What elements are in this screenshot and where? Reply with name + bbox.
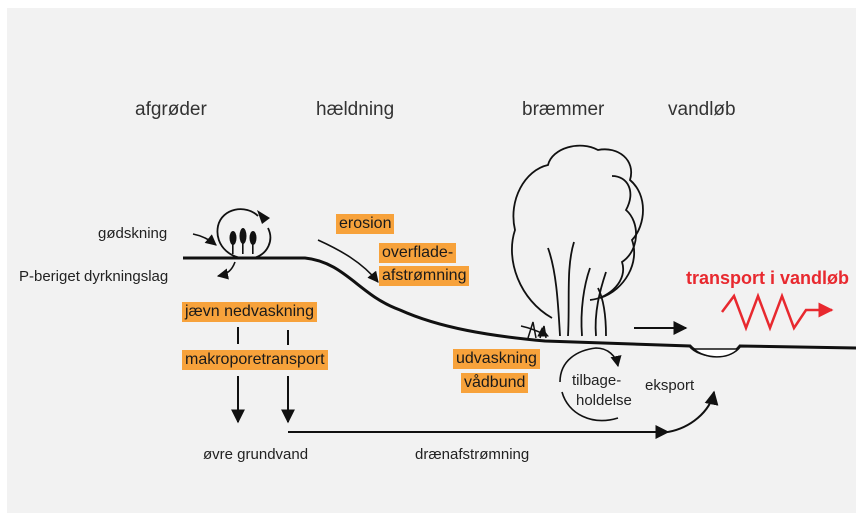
header-buffer: bræmmer	[522, 99, 605, 120]
nutrient-cycle-circle	[216, 208, 272, 260]
header-slope: hældning	[316, 99, 395, 120]
buffer-inflow-arrow	[520, 325, 549, 337]
cycle-arrowhead	[257, 210, 270, 224]
buffer-trees-icon	[511, 144, 644, 337]
p-layer-arrow	[216, 261, 236, 280]
label-p-enriched-layer: P-beriget dyrkningslag	[19, 268, 169, 285]
crop-plants-icon	[229, 228, 257, 254]
header-crops: afgrøder	[135, 99, 207, 120]
label-wetland-leaching: udvaskning	[453, 349, 540, 370]
stream-water	[692, 348, 740, 358]
stream-transport-zigzag	[721, 292, 834, 332]
grass-tuft	[527, 321, 547, 339]
label-fertilization: gødskning	[98, 225, 168, 242]
label-erosion: erosion	[336, 214, 395, 235]
label-stream-transport: transport i vandløb	[686, 268, 850, 288]
label-macropore-transport: makroporetransport	[182, 350, 328, 371]
label-drain-runoff: drænafstrømning	[415, 446, 530, 463]
runoff-arrow	[317, 239, 379, 283]
label-export: eksport	[645, 377, 695, 394]
export-arrow	[667, 390, 719, 433]
label-upper-groundwater: øvre grundvand	[203, 446, 309, 463]
label-retention-1: tilbage-	[572, 372, 622, 389]
retention-loop-lower	[561, 391, 619, 422]
label-surface-runoff-2: afstrømning	[379, 266, 470, 287]
header-stream: vandløb	[668, 99, 736, 120]
fertilization-arrow	[192, 233, 217, 246]
label-wetland: vådbund	[461, 373, 529, 394]
label-retention-2: holdelse	[576, 392, 632, 409]
label-even-leaching: jævn nedvaskning	[182, 302, 317, 323]
retention-loop	[559, 347, 622, 383]
label-surface-runoff-1: overflade-	[379, 243, 457, 264]
